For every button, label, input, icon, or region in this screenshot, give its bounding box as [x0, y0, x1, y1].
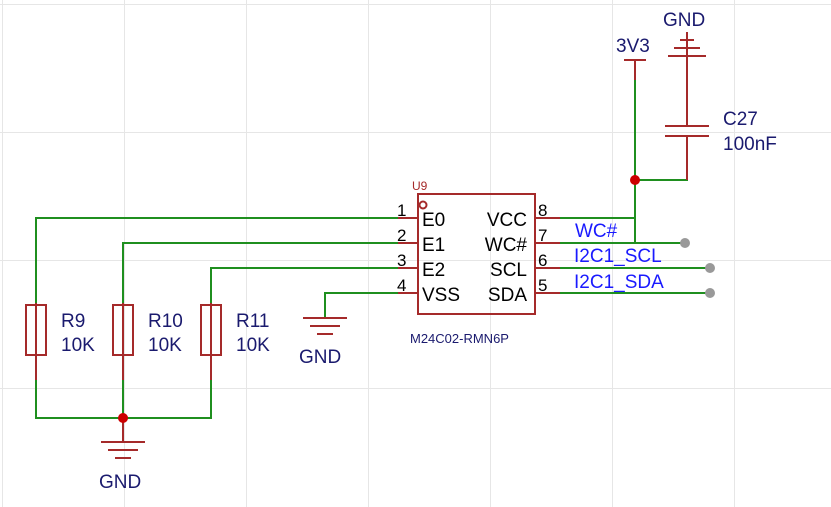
wire-e0: [35, 217, 398, 303]
r9-body: [25, 304, 47, 356]
pin-name-e0: E0: [422, 210, 445, 231]
net-end-sda[interactable]: [705, 288, 715, 298]
r9-ref: R9: [61, 311, 85, 332]
ic-u9[interactable]: U9 M24C02-RMN6P 1 2 3 4 E0 E1 E2 VSS 8 7…: [397, 179, 560, 346]
pin-name-wc: WC#: [485, 235, 528, 256]
pin-num-8: 8: [538, 201, 547, 220]
wire-cap: [635, 165, 688, 181]
pin-name-e1: E1: [422, 235, 445, 256]
pin-num-4: 4: [397, 276, 406, 295]
ic-ref: U9: [412, 179, 428, 193]
gnd-vss[interactable]: GND: [299, 317, 347, 368]
gnd-top[interactable]: GND: [663, 10, 706, 60]
r11-value: 10K: [236, 335, 270, 356]
wire-vcc: [560, 80, 636, 219]
junction-gnd-bus: [118, 413, 128, 423]
pin-name-vcc: VCC: [487, 210, 527, 231]
pin-num-6: 6: [538, 251, 547, 270]
resistor-r11[interactable]: R11 10K: [200, 303, 270, 380]
c27-ref: C27: [723, 109, 758, 130]
gnd-vss-label: GND: [299, 347, 341, 368]
net-label-scl: I2C1_SCL: [574, 246, 662, 267]
net-label-sda: I2C1_SDA: [574, 272, 664, 293]
pin-num-2: 2: [397, 226, 406, 245]
pin-num-1: 1: [397, 201, 406, 220]
ic-body: [417, 193, 536, 315]
capacitor-c27[interactable]: C27 100nF: [665, 56, 777, 180]
wire-e1: [122, 242, 398, 303]
power-3v3[interactable]: 3V3: [616, 36, 650, 80]
r10-ref: R10: [148, 311, 183, 332]
3v3-label: 3V3: [616, 36, 650, 57]
net-labels: WC# I2C1_SCL I2C1_SDA: [574, 221, 715, 298]
net-end-scl[interactable]: [705, 263, 715, 273]
pin-num-5: 5: [538, 276, 547, 295]
r10-body: [112, 304, 134, 356]
net-end-wc[interactable]: [680, 238, 690, 248]
r10-value: 10K: [148, 335, 182, 356]
gnd-top-label: GND: [663, 10, 705, 31]
pin-num-7: 7: [538, 226, 547, 245]
resistor-r9[interactable]: R9 10K: [25, 303, 95, 380]
pin-name-scl: SCL: [490, 260, 527, 281]
gnd-bottom[interactable]: GND: [99, 418, 145, 493]
wire-vss: [324, 292, 398, 318]
pin-name-e2: E2: [422, 260, 445, 281]
pin-num-3: 3: [397, 251, 406, 270]
c27-value: 100nF: [723, 134, 777, 155]
pin-name-sda: SDA: [488, 285, 527, 306]
pin1-marker: [418, 200, 428, 210]
net-label-wc: WC#: [575, 221, 618, 242]
r9-value: 10K: [61, 335, 95, 356]
gnd-bottom-label: GND: [99, 472, 141, 493]
resistor-r10[interactable]: R10 10K: [112, 303, 183, 380]
r11-body: [200, 304, 222, 356]
r11-ref: R11: [236, 311, 269, 332]
ic-part: M24C02-RMN6P: [410, 331, 509, 346]
wire-e2: [210, 267, 398, 303]
junction-3v3-cap: [630, 175, 640, 185]
pin-name-vss: VSS: [422, 285, 460, 306]
